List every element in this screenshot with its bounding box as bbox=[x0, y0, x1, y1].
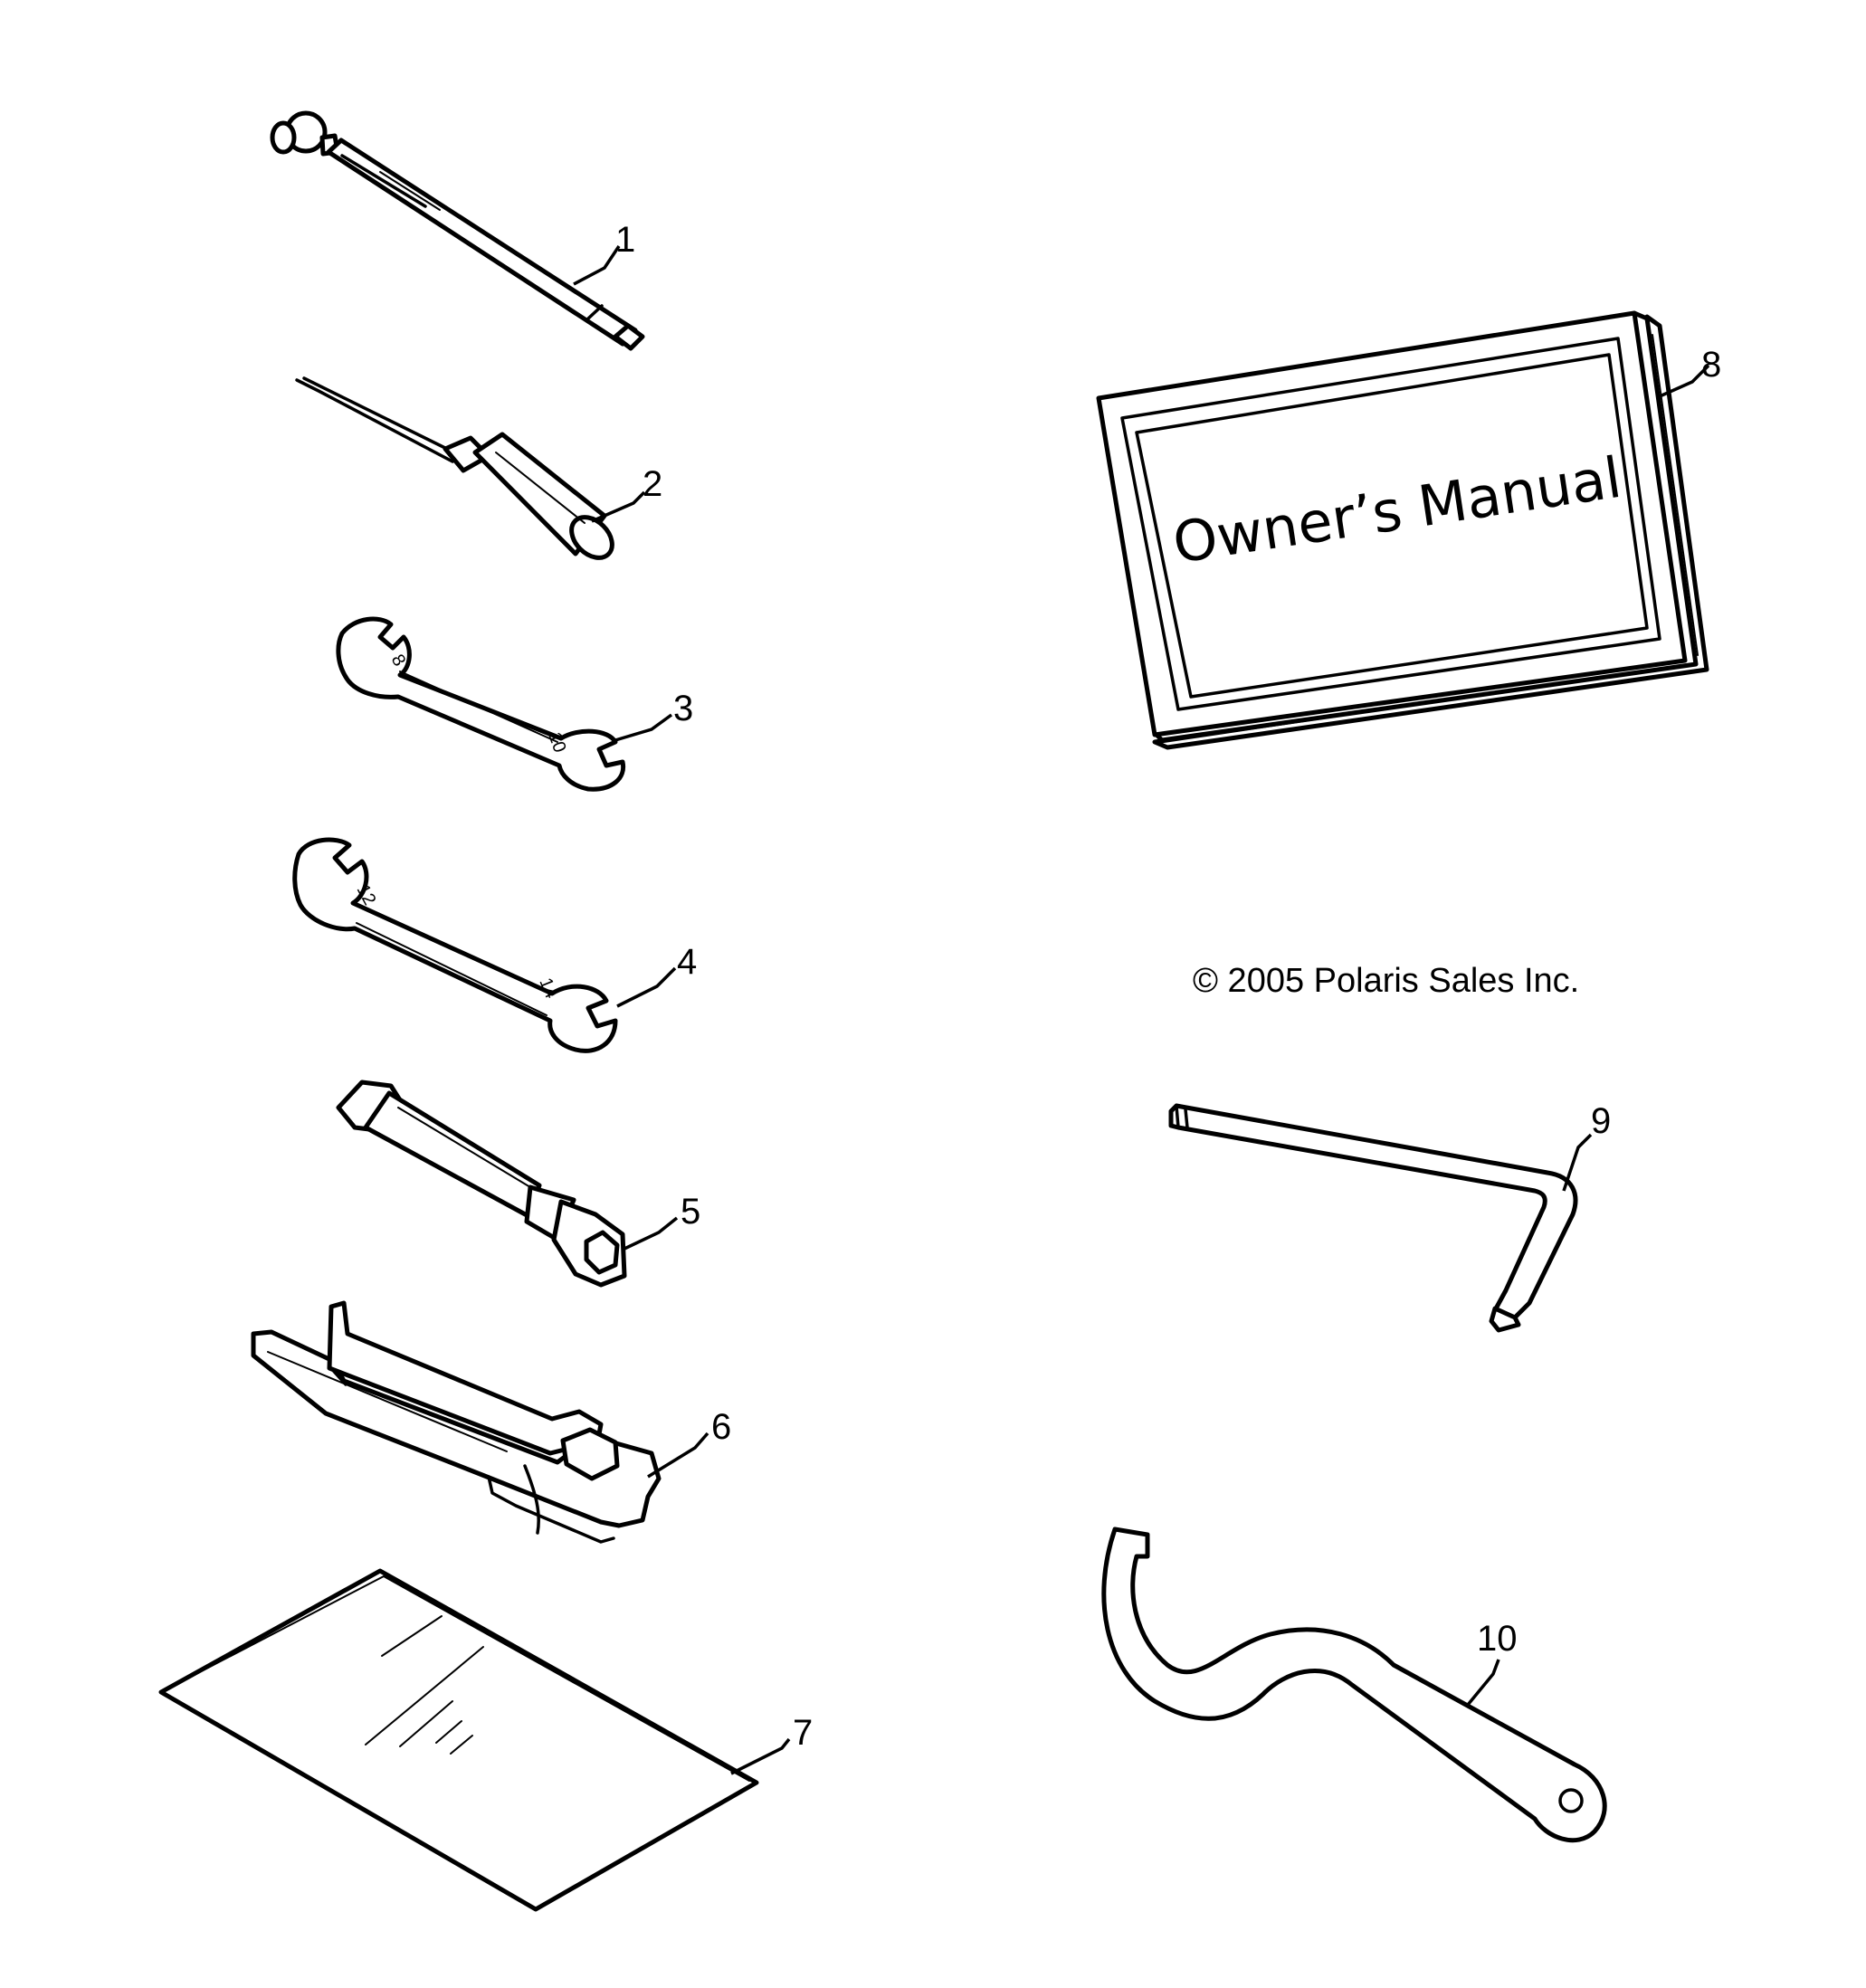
tire-gauge-part bbox=[270, 110, 645, 351]
callout-numbers: 1 2 3 4 5 6 7 8 9 10 bbox=[615, 220, 1721, 1753]
callout-5: 5 bbox=[681, 1192, 700, 1232]
wrench-12-14-part: 12 14 bbox=[292, 837, 618, 1053]
wrench-8-10-part: 8 10 bbox=[336, 616, 626, 792]
callout-4: 4 bbox=[677, 942, 697, 982]
screwdriver-part bbox=[295, 376, 614, 560]
callout-3: 3 bbox=[673, 689, 693, 728]
callout-7: 7 bbox=[793, 1713, 813, 1753]
callout-10: 10 bbox=[1477, 1619, 1518, 1659]
copyright-text: © 2005 Polaris Sales Inc. bbox=[1193, 962, 1579, 1000]
owners-manual-part: Owner’s Manual bbox=[1096, 310, 1709, 750]
tool-bag-part bbox=[158, 1568, 759, 1912]
hook-spanner-part bbox=[1101, 1527, 1607, 1843]
callout-6: 6 bbox=[711, 1407, 731, 1447]
hex-key-part bbox=[1168, 1103, 1578, 1333]
callout-2: 2 bbox=[643, 464, 662, 504]
callout-8: 8 bbox=[1701, 345, 1721, 385]
spanner-clip-part bbox=[251, 1300, 662, 1544]
callout-1: 1 bbox=[615, 220, 635, 260]
spark-plug-socket-part bbox=[336, 1080, 627, 1288]
callout-9: 9 bbox=[1591, 1101, 1611, 1141]
leader-lines bbox=[573, 245, 1710, 1775]
